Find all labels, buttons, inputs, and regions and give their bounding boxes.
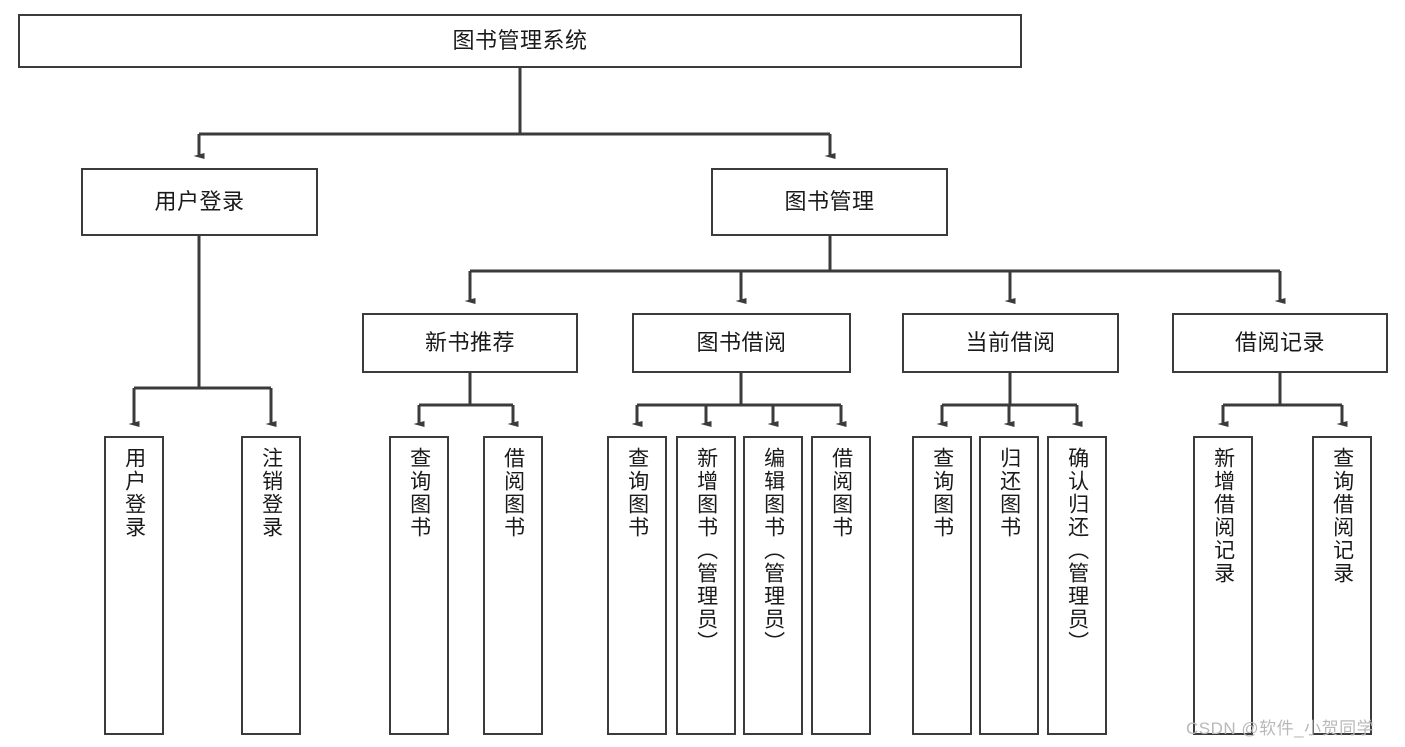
node-label: 图书管理 xyxy=(784,189,875,215)
node-leaf-borrow-book-2[interactable]: 借阅图书 xyxy=(811,436,871,735)
node-label: 归还图书 xyxy=(997,447,1021,539)
node-label: 新增图书（管理员） xyxy=(694,447,718,654)
node-label: 新增借阅记录 xyxy=(1211,447,1235,585)
node-label: 查询图书 xyxy=(407,447,431,539)
node-label: 图书借阅 xyxy=(696,330,787,356)
node-current-borrow[interactable]: 当前借阅 xyxy=(902,313,1119,373)
node-label: 借阅图书 xyxy=(501,447,525,539)
node-new-book-recommend[interactable]: 新书推荐 xyxy=(362,313,578,373)
node-label: 查询图书 xyxy=(625,447,649,539)
node-leaf-borrow-book-1[interactable]: 借阅图书 xyxy=(483,436,543,735)
node-leaf-edit-book[interactable]: 编辑图书（管理员） xyxy=(743,436,803,735)
node-label: 新书推荐 xyxy=(424,330,515,356)
node-leaf-query-record[interactable]: 查询借阅记录 xyxy=(1312,436,1372,735)
node-leaf-user-login[interactable]: 用户登录 xyxy=(104,436,164,735)
node-label: 图书管理系统 xyxy=(452,28,588,54)
node-borrow-record[interactable]: 借阅记录 xyxy=(1172,313,1388,373)
node-leaf-add-book[interactable]: 新增图书（管理员） xyxy=(676,436,736,735)
node-label: 用户登录 xyxy=(122,447,146,539)
node-leaf-query-book-1[interactable]: 查询图书 xyxy=(389,436,449,735)
node-label: 用户登录 xyxy=(154,189,245,215)
node-label: 编辑图书（管理员） xyxy=(761,447,785,654)
node-label: 借阅记录 xyxy=(1234,330,1325,356)
node-label: 注销登录 xyxy=(259,447,283,539)
node-leaf-query-book-3[interactable]: 查询图书 xyxy=(912,436,972,735)
node-leaf-confirm-return[interactable]: 确认归还（管理员） xyxy=(1047,436,1107,735)
node-label: 当前借阅 xyxy=(965,330,1056,356)
node-label: 查询借阅记录 xyxy=(1330,447,1354,585)
node-leaf-query-book-2[interactable]: 查询图书 xyxy=(607,436,667,735)
node-leaf-add-record[interactable]: 新增借阅记录 xyxy=(1193,436,1253,735)
node-label: 确认归还（管理员） xyxy=(1065,447,1089,654)
node-user-login[interactable]: 用户登录 xyxy=(81,168,318,236)
watermark: CSDN @软件_小贺同学 xyxy=(1186,719,1375,738)
node-label: 借阅图书 xyxy=(829,447,853,539)
node-leaf-logout-login[interactable]: 注销登录 xyxy=(241,436,301,735)
node-book-borrow[interactable]: 图书借阅 xyxy=(632,313,851,373)
node-book-management[interactable]: 图书管理 xyxy=(711,168,948,236)
node-book-management-system[interactable]: 图书管理系统 xyxy=(18,14,1022,68)
node-label: 查询图书 xyxy=(930,447,954,539)
node-leaf-return-book[interactable]: 归还图书 xyxy=(979,436,1039,735)
